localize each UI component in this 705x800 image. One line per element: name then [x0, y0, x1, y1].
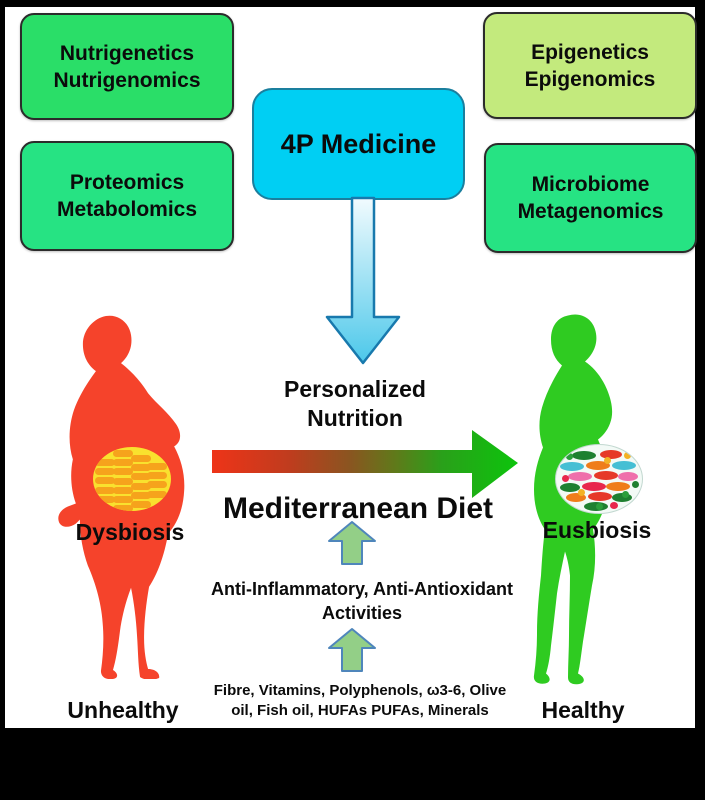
eusbiosis-label: Eusbiosis [542, 517, 652, 543]
gut-microbiota-eusbiosis-icon [555, 444, 643, 514]
proteomics-box: Proteomics Metabolomics [20, 141, 234, 251]
dysbiosis-microbe [131, 501, 151, 508]
dysbiosis-microbe [95, 468, 115, 476]
eusbiosis-microbe [568, 472, 592, 481]
down-arrow-icon [325, 196, 401, 365]
eusbiosis-microbe [622, 491, 629, 498]
eusbiosis-microbe [572, 451, 596, 460]
unhealthy-label: Unhealthy [67, 697, 179, 723]
eusbiosis-microbe [594, 471, 618, 480]
nutrients-label: Fibre, Vitamins, Polyphenols, ω3-6, Oliv… [195, 681, 525, 721]
eusbiosis-microbe [560, 462, 584, 471]
activities-label: Anti-Inflammatory, Anti-Antioxidant Acti… [185, 577, 539, 625]
dysbiosis-microbe [131, 473, 151, 481]
eusbiosis-microbe [612, 493, 632, 502]
dysbiosis-microbe [147, 472, 167, 480]
nutrigenetics-line2: Nutrigenomics [53, 68, 201, 92]
eusbiosis-microbe [578, 489, 585, 496]
eusbiosis-microbe [560, 483, 580, 492]
dysbiosis-microbe [113, 468, 133, 476]
mediterranean-diet-label: Mediterranean Diet [222, 492, 494, 525]
eusbiosis-microbe [588, 492, 612, 501]
microbiome-box: Microbiome Metagenomics [484, 143, 697, 253]
nutrigenetics-line1: Nutrigenetics [59, 41, 195, 65]
dysbiosis-microbe [95, 486, 115, 494]
eusbiosis-microbe [624, 452, 631, 459]
personalized-line2: Nutrition [307, 405, 403, 431]
dysbiosis-microbe [131, 455, 151, 462]
dysbiosis-microbe [131, 464, 151, 472]
dysbiosis-microbe [95, 477, 115, 485]
dysbiosis-microbe [113, 450, 133, 457]
dysbiosis-microbe [113, 486, 133, 494]
nutrients-line2: oil, Fish oil, HUFAs PUFAs, Minerals [231, 702, 489, 719]
eusbiosis-microbe [600, 450, 622, 459]
diet-gradient-arrow-icon [212, 430, 518, 498]
epigenetics-box: Epigenetics Epigenomics [483, 12, 697, 119]
4p-medicine-box: 4P Medicine [252, 88, 465, 200]
proteomics-line1: Proteomics [69, 171, 185, 194]
eusbiosis-microbe [566, 493, 586, 502]
eusbiosis-microbe [610, 502, 618, 509]
eusbiosis-microbe [604, 457, 611, 464]
eusbiosis-microbe [586, 461, 610, 470]
diagram-canvas: Nutrigenetics Nutrigenomics Proteomics M… [5, 7, 697, 728]
proteomics-line2: Metabolomics [56, 198, 198, 221]
dysbiosis-microbe [113, 505, 133, 511]
dysbiosis-microbe [95, 459, 115, 466]
eusbiosis-microbe [618, 472, 638, 481]
dysbiosis-microbe [147, 481, 167, 489]
eusbiosis-microbe [582, 482, 606, 491]
nutrigenetics-box: Nutrigenetics Nutrigenomics [20, 13, 234, 120]
eusbiosis-microbe [596, 503, 603, 510]
dysbiosis-microbe [113, 496, 133, 503]
up-arrow-icon [328, 628, 376, 672]
dysbiosis-microbe [95, 495, 115, 503]
eusbiosis-microbe [562, 475, 569, 482]
dysbiosis-microbe [113, 459, 133, 467]
dysbiosis-microbe [131, 491, 151, 499]
activities-line1: Anti-Inflammatory, Anti-Antioxidant [211, 579, 513, 599]
personalized-line1: Personalized [284, 376, 426, 402]
epigenetics-line1: Epigenetics [531, 40, 649, 64]
4p-medicine-label: 4P Medicine [280, 128, 437, 159]
healthy-label: Healthy [541, 697, 625, 723]
personalized-nutrition-label: Personalized Nutrition [230, 375, 480, 433]
activities-line2: Activities [321, 603, 403, 623]
dysbiosis-microbe [147, 490, 167, 498]
up-arrow-icon [328, 521, 376, 565]
eusbiosis-microbe [566, 453, 573, 460]
microbiome-line1: Microbiome [531, 173, 650, 196]
gut-microbiota-dysbiosis-icon [93, 447, 171, 511]
eusbiosis-microbe [632, 481, 639, 488]
dysbiosis-label: Dysbiosis [75, 519, 185, 545]
eusbiosis-microbe [606, 482, 630, 491]
dysbiosis-microbe [131, 482, 151, 490]
dysbiosis-microbe [113, 477, 133, 485]
nutrients-line1: Fibre, Vitamins, Polyphenols, ω3-6, Oliv… [213, 682, 507, 699]
eusbiosis-microbe [612, 461, 636, 470]
epigenetics-line2: Epigenomics [524, 67, 656, 91]
microbiome-line2: Metagenomics [517, 200, 664, 223]
dysbiosis-microbe [147, 463, 167, 470]
